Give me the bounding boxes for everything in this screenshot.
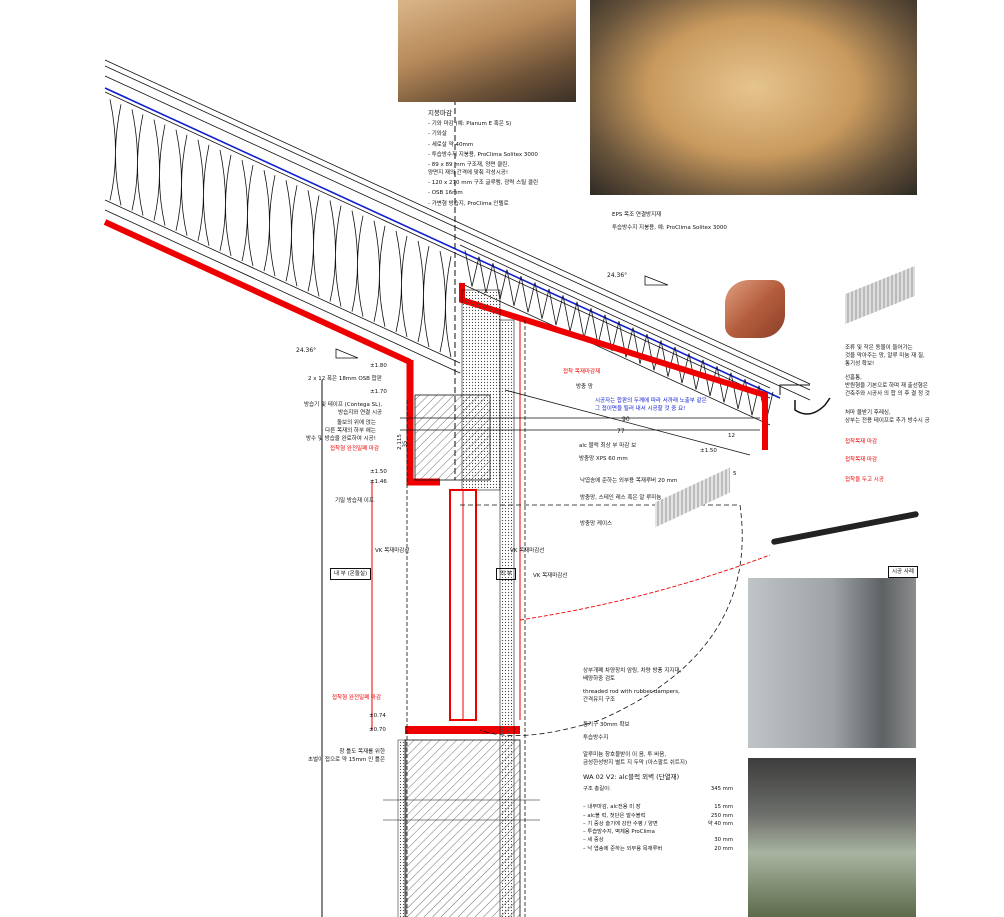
label-mesh-case: 방충망 케이스 (580, 521, 613, 527)
label-tape: 방습기 및 테이프 (Contega SL),방습지와 연결 시공 (304, 402, 383, 416)
label-screen: 방충 망 (576, 384, 593, 390)
roof-spec-item: - 120 x 270 mm 구조 글루램, 광력 스틸 클린 (428, 179, 539, 186)
roof-spec-item: - OSB 16mm (428, 190, 463, 196)
label-osb: 2 x 12 폭은 18mm OSB 합판 (308, 376, 382, 382)
roof-spec-item: - 세로살 약 40mm (428, 141, 474, 148)
roof-angle: 24.36° (607, 272, 628, 279)
photo-example-facade-1 (748, 578, 916, 748)
level-mark: ±0.70 (369, 727, 386, 733)
photo-roof-rafters (398, 0, 576, 102)
roof-spec-item: - 기와살 (428, 131, 447, 137)
dimension: 12 (728, 433, 735, 439)
label-red: 접착을 두고 시공 (845, 477, 884, 483)
level-mark: ±1.50 (700, 448, 717, 454)
label-flashing: 처마 물받기 후레싱,상부는 전용 테이프로 추가 방수시 공 (845, 410, 930, 424)
roof-spec-item: - 기와 마감 (예: Planum E 혹은 S) (428, 120, 512, 127)
level-mark: ±1.70 (370, 389, 387, 395)
label-airtight: 기밀 방습재 이프 (335, 498, 374, 504)
roof-spec-item: - 투습방수지 지붕용, ProClima Solitex 3000 (428, 152, 538, 158)
label-red: 접착목재 마감 (845, 439, 878, 445)
photo-example-facade-2 (748, 758, 916, 917)
photo-copper-mesh-roll (725, 280, 785, 338)
roof-spec-title: 지붕마감 (428, 109, 452, 117)
roof-spec-item: 양면지 재의 간격에 맞춰 각성시공! (428, 169, 509, 176)
level-mark: ±0.74 (369, 713, 386, 719)
wall-section (321, 0, 831, 917)
level-mark: ±1.46 (370, 479, 387, 485)
label-vk-line: VK 목재마감선 (375, 548, 410, 554)
level-mark: ±1.50 (370, 469, 387, 475)
label-louver: 낙엽송에 준하는 외부용 목재루버 20 mm (580, 478, 678, 484)
wall-layer: – 투습방수지, 벽체용 ProClima (583, 829, 655, 836)
label-seal: 접착형 완전밀폐 마감 (330, 446, 380, 452)
label-xps: 방충망 XPS 60 mm (579, 456, 628, 462)
label-vk-line: VK 목재마감선 (510, 548, 545, 554)
wall-spec-total: 구조 총길이:345 mm (583, 786, 733, 792)
label-shade: 상부개폐 차양장치 암링, 차량 방풍 지지대,배양하중 검토 (583, 668, 682, 682)
label-vent: 통기구 30mm 확보 (583, 722, 630, 728)
label-membrane-roof: 투습방수지 지붕용, 예: ProClima Solitex 3000 (612, 225, 727, 231)
label-rod: threaded rod with rubber dampers,간격유지 구조 (583, 689, 680, 703)
roof-spec-item: - 89 x 89 mm 구조재, 양면 클린, (428, 161, 510, 168)
level-mark: ±1.80 (370, 363, 387, 369)
roof-spec-item: - 가변형 방습지, ProClima 인텔로 (428, 200, 509, 207)
label-inside: 내 부 (온돌실) (330, 568, 372, 580)
roof-angle: 24.36° (296, 347, 317, 354)
label-example: 시공 사례 (888, 566, 918, 578)
photo-hip-roof-framing (590, 0, 917, 195)
label-red: 접착목재 마감 (845, 457, 878, 463)
red-finish-lines (103, 219, 768, 734)
label-mesh: 방충망, 스테인 레스 혹은 알 루미늄 (580, 495, 662, 501)
insulation-hatch (109, 99, 452, 358)
label-eps: EPS 목조 연결방지재 (612, 212, 662, 218)
label-red-finish: 접착 목재마감재 (563, 369, 601, 375)
wall-spec-title: WA 02 V2: alc블럭 외벽 (단열재) (583, 773, 680, 781)
label-sill: 알루미늄 창호물받이 이 음, 투 바음,금성한성방지 별트 지 두막 (아스팔… (583, 752, 688, 766)
label-alc-top: alc 블럭 최상 부 마감 보 (579, 443, 637, 449)
roof-spec: 지붕마감 - 기와 마감 (예: Planum E 혹은 S) - 기와살 - … (428, 108, 538, 209)
dimension: 90 (622, 416, 630, 423)
dimension: 5 (733, 471, 737, 477)
dimension: 77 (617, 428, 625, 435)
dimension: 35 (402, 440, 409, 448)
label-membrane: 투습방수지 (583, 735, 609, 741)
label-outside: 외 부 (496, 568, 516, 580)
label-seal: 접착형 완전밀폐 마감 (332, 695, 382, 701)
label-vk-line: VK 목재마감선 (533, 573, 568, 579)
